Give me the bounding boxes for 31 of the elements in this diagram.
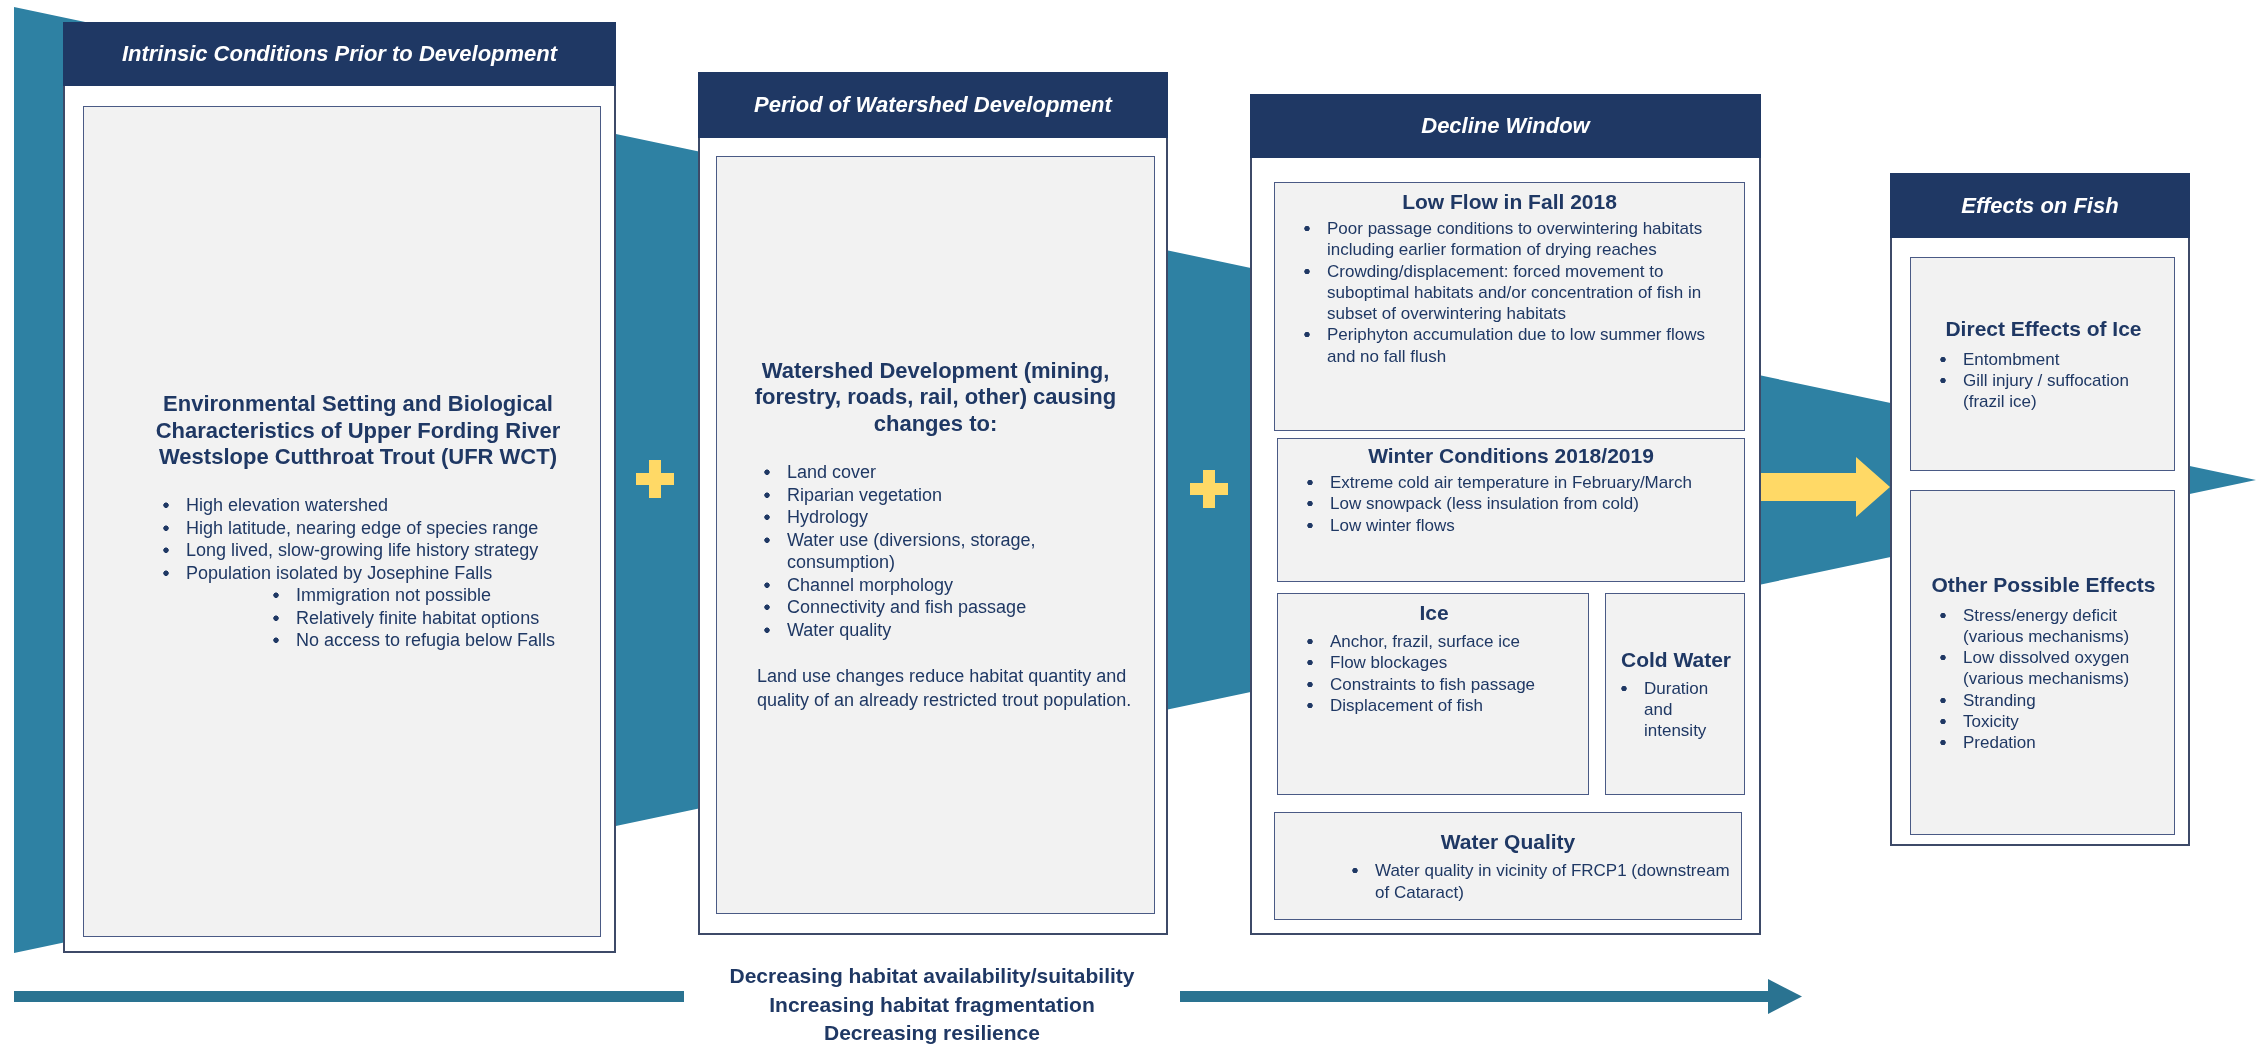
column-panel — [63, 22, 616, 953]
column-panel — [698, 72, 1168, 935]
box-heading: Winter Conditions 2018/2019 — [1367, 443, 1655, 469]
text-box — [83, 106, 601, 937]
box-heading: Environmental Setting and Biological Characteristics of Upper Fording River Westslope Cutthroat Trout (UFR WCT) — [154, 391, 562, 471]
block-arrow — [1761, 457, 1890, 517]
column-panel — [1890, 173, 2190, 846]
column-header: Effects on Fish — [1890, 173, 2190, 238]
box-heading: Water Quality — [1439, 829, 1577, 855]
text-box — [1274, 812, 1742, 920]
text-box — [1910, 257, 2175, 471]
trend-label: Increasing habitat fragmentation — [769, 994, 1095, 1015]
box-heading: Other Possible Effects — [1930, 571, 2157, 597]
text-box — [1910, 490, 2175, 835]
box-heading: Direct Effects of Ice — [1944, 315, 2143, 341]
text-box — [716, 156, 1155, 914]
box-heading: Cold Water — [1619, 646, 1733, 672]
text-box — [1277, 438, 1745, 582]
text-box — [1277, 593, 1589, 795]
text-box — [1274, 182, 1745, 431]
box-heading: Watershed Development (mining, forestry, roads, rail, other) causing changes to: — [753, 358, 1118, 438]
box-heading: Ice — [1418, 600, 1450, 626]
column-panel — [1250, 94, 1761, 935]
trend-label: Decreasing resilience — [824, 1022, 1040, 1043]
box-heading: Low Flow in Fall 2018 — [1401, 189, 1618, 215]
text-box — [1605, 593, 1745, 795]
trend-label: Decreasing habitat availability/suitability — [729, 965, 1135, 986]
paragraph-text: Land use changes reduce habitat quantity and quality of an already restricted trout population. — [757, 665, 1133, 712]
column-header: Decline Window — [1250, 94, 1761, 158]
column-header: Intrinsic Conditions Prior to Development — [63, 22, 616, 86]
column-header: Period of Watershed Development — [698, 72, 1168, 138]
